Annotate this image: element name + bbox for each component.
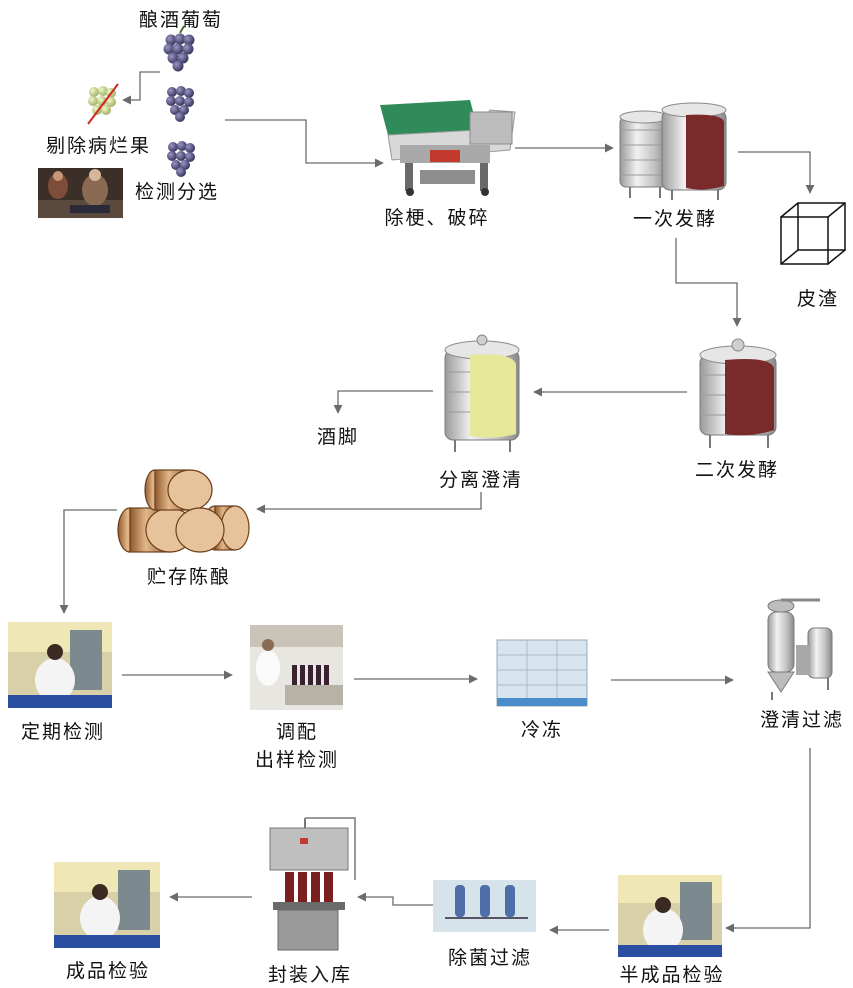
label-blend-line1: 调配 <box>275 721 319 743</box>
blending-lab-photo <box>250 625 343 710</box>
primary-fermentation-tanks <box>619 102 727 200</box>
rotten-grapes-icon <box>87 83 119 125</box>
label-blend-line2: 出样检测 <box>254 749 340 771</box>
label-clarify-filter: 澄清过滤 <box>759 709 845 731</box>
arrow-ferment1-to-pomace <box>738 151 815 194</box>
arrow-filter-to-semi <box>725 748 811 933</box>
label-separate-clarify: 分离澄清 <box>438 469 524 491</box>
sorting-workers-photo <box>38 168 123 218</box>
label-secondary-ferment: 二次发酵 <box>694 459 780 481</box>
label-sterile-filter: 除菌过滤 <box>447 947 533 969</box>
lab-technician-photo-1 <box>8 622 112 708</box>
oak-barrels-stack <box>117 469 250 553</box>
label-freeze: 冷冻 <box>520 719 564 741</box>
secondary-fermentation-tank <box>699 338 777 448</box>
label-final-inspect: 成品检验 <box>65 960 151 982</box>
label-barrel-aging: 贮存陈酿 <box>146 566 232 588</box>
wine-grapes-icon <box>163 25 195 72</box>
clarification-tank <box>444 334 520 452</box>
bottling-machine <box>269 817 356 951</box>
label-periodic-test: 定期检测 <box>20 721 106 743</box>
arrow-ferment1-to-ferment2 <box>675 238 742 327</box>
label-destem-crush: 除梗、破碎 <box>384 207 490 229</box>
arrow-grapes-to-destem <box>225 119 384 168</box>
label-semi-inspect: 半成品检验 <box>619 964 725 986</box>
label-pomace: 皮渣 <box>796 288 840 310</box>
arrow-grapes-to-reject <box>122 71 160 105</box>
arrow-sterile-to-bottling <box>357 892 433 906</box>
arrow-clarify-to-barrels <box>256 492 482 514</box>
label-lees: 酒脚 <box>316 426 360 448</box>
chiller-unit <box>496 639 588 707</box>
label-bottle-store: 封装入库 <box>267 964 353 986</box>
lab-technician-photo-3 <box>54 862 160 948</box>
clarification-filter-machine <box>767 598 833 700</box>
arrow-clarify-to-lees <box>333 390 433 414</box>
destemmer-crusher-machine <box>380 100 516 196</box>
grapes-sorted-icon <box>166 86 194 122</box>
label-remove-rotten: 剔除病烂果 <box>46 135 152 157</box>
grapes-inspected-icon <box>167 141 195 177</box>
pomace-cube-icon <box>780 202 846 265</box>
connectors <box>59 71 815 935</box>
sterile-filter-unit <box>433 880 536 932</box>
label-grapes: 酿酒葡萄 <box>138 9 224 31</box>
lab-technician-photo-2 <box>618 875 722 957</box>
arrow-barrels-to-test <box>59 509 117 614</box>
label-inspect-sort: 检测分选 <box>135 181 220 203</box>
label-primary-ferment: 一次发酵 <box>632 208 718 230</box>
